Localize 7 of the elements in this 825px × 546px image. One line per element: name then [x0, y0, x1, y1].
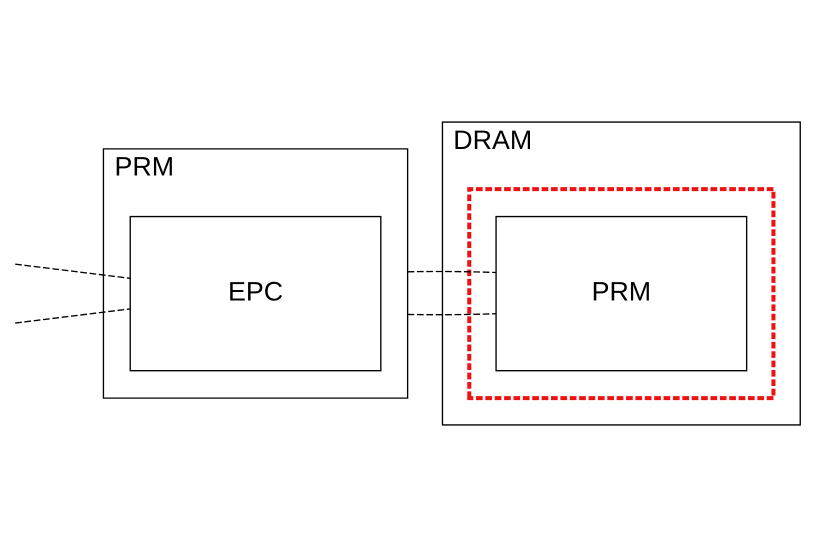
node-box: EPC [130, 215, 382, 371]
cluster [467, 186, 776, 400]
node-box: PRM [495, 215, 748, 371]
connector [408, 312, 496, 315]
connector [408, 270, 496, 273]
connector [15, 262, 130, 278]
connector [15, 308, 130, 324]
